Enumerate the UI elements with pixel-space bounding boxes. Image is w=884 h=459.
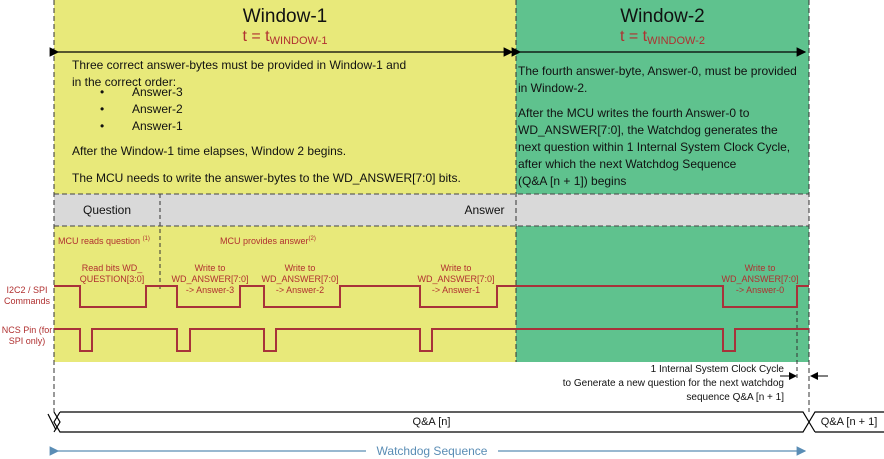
window-2-duration: t = tWINDOW-2 (516, 27, 809, 48)
pulse-label-answer-1: Write to WD_ANSWER[7:0] -> Answer-1 (417, 263, 495, 295)
window-2-t-sub: WINDOW-2 (647, 35, 705, 47)
window-1-t-sub: WINDOW-1 (269, 35, 328, 47)
pulse-label-read-question: Read bits WD_ QUESTION[3:0] (79, 263, 145, 284)
qa-current-label: Q&A [n] (412, 416, 451, 428)
mcu-provides-answer-note: MCU provides answer(2) (220, 236, 316, 246)
window-2-t-main: t = t (620, 28, 648, 45)
window-1-bullets: •Answer-3 •Answer-2 •Answer-1 (100, 84, 183, 135)
window-1-title: Window-1 (242, 6, 328, 27)
window-1-para-2: After the Window-1 time elapses, Window … (72, 144, 347, 158)
clock-cycle-note: 1 Internal System Clock Cycle to Generat… (562, 364, 784, 403)
bullet-item: •Answer-2 (100, 102, 183, 116)
watchdog-sequence-label: Watchdog Sequence (366, 443, 498, 459)
window-1-para-3: The MCU needs to write the answer-bytes … (72, 171, 461, 185)
pulse-label-answer-2: Write to WD_ANSWER[7:0] -> Answer-2 (261, 263, 339, 295)
window-2-para-2: After the MCU writes the fourth Answer-0… (518, 106, 791, 188)
pulse-label-answer-3: Write to WD_ANSWER[7:0] -> Answer-3 (171, 263, 249, 295)
ncs-pin-waveform (54, 328, 809, 352)
phase-bar (54, 194, 809, 226)
window-1-para-1: Three correct answer-bytes must be provi… (72, 58, 407, 89)
spi-commands-label: I2C2 / SPI Commands (3, 285, 50, 306)
question-phase-label: Question (82, 203, 132, 217)
window-1-region (54, 0, 516, 362)
window-2-title: Window-2 (620, 6, 705, 27)
window-2-region (516, 0, 809, 362)
pulse-label-answer-0: Write to WD_ANSWER[7:0] -> Answer-0 (721, 263, 799, 295)
answer-phase-label: Answer (464, 203, 505, 217)
window-1-duration: t = tWINDOW-1 (54, 27, 516, 48)
bullet-item: •Answer-1 (100, 119, 183, 133)
mcu-reads-question-note: MCU reads question (1) (58, 236, 150, 246)
window-1-t-main: t = t (242, 28, 270, 45)
qa-next-bus (808, 411, 884, 433)
ncs-pin-label: NCS Pin (for SPI only) (1, 325, 53, 346)
spi-command-waveform (54, 285, 809, 308)
qa-next-label: Q&A [n + 1] (820, 416, 878, 428)
bullet-item: •Answer-3 (100, 85, 183, 99)
window-2-para-1: The fourth answer-byte, Answer-0, must b… (518, 64, 797, 95)
qa-n-bus (53, 411, 810, 433)
